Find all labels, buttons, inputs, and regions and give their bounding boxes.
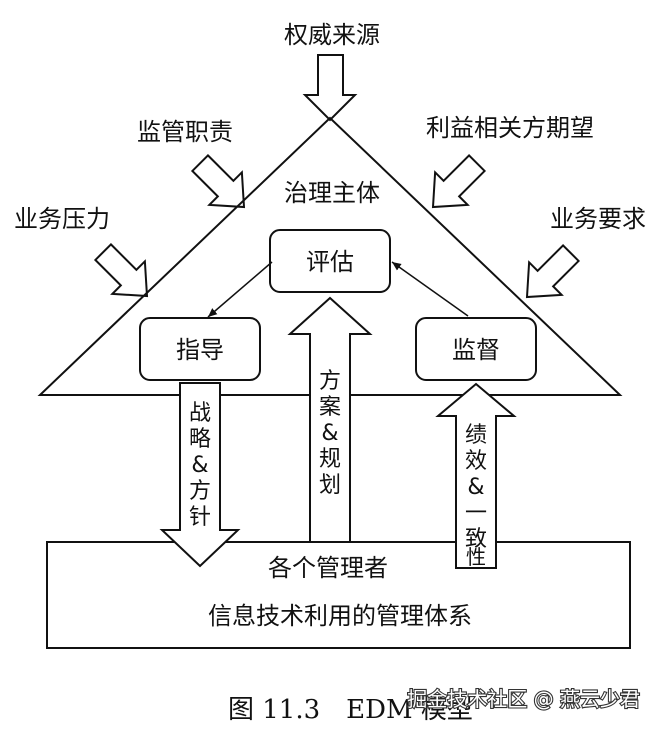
performance-conformance-char: 效: [465, 449, 487, 474]
strategy-policy-label: 战 略 & 方 针: [189, 401, 211, 530]
watermark: 掘金技术社区 @ 燕云少君: [407, 687, 640, 711]
managers-label: 各个管理者: [268, 554, 388, 582]
plan-planning-char: &: [321, 421, 338, 446]
performance-conformance-char: 致: [465, 527, 487, 552]
plan-planning-arrow: [287, 296, 373, 543]
evaluate-label: 评估: [306, 248, 354, 276]
direct-box: [139, 317, 261, 381]
strategy-policy-char: &: [191, 453, 208, 478]
strategy-policy-char: 略: [189, 427, 211, 452]
performance-conformance-char: 性: [466, 545, 486, 569]
governance-body-label: 治理主体: [284, 179, 380, 207]
plan-planning-label: 方 案 & 规 划: [319, 369, 341, 498]
performance-conformance-char: 一: [465, 501, 487, 526]
plan-planning-char: 方: [319, 369, 341, 394]
stakeholder-expectation-arrow: [431, 153, 487, 209]
strategy-policy-arrow: [159, 382, 241, 568]
performance-conformance-char: 绩: [465, 423, 487, 448]
it-management-system-label: 信息技术利用的管理体系: [208, 602, 472, 630]
direct-label: 指导: [176, 336, 224, 364]
monitor-box: [415, 317, 537, 381]
performance-conformance-label: 绩 效 & 一 致 性: [465, 423, 487, 569]
strategy-policy-char: 方: [189, 479, 211, 504]
business-requirement-arrow: [525, 243, 581, 299]
performance-conformance-arrow: [435, 382, 517, 569]
strategy-policy-char: 针: [189, 505, 211, 530]
evaluate-box: [269, 229, 391, 293]
plan-planning-char: 案: [319, 395, 341, 420]
performance-conformance-char: &: [467, 475, 484, 500]
evaluate-to-direct-arrow: [207, 261, 273, 318]
management-box: [46, 541, 631, 649]
figure-caption: 图 11.3 EDM 模型: [228, 695, 473, 725]
business-pressure-label: 业务压力: [14, 205, 110, 233]
business-pressure-arrow: [93, 242, 149, 298]
monitor-label: 监督: [452, 336, 500, 364]
business-requirement-label: 业务要求: [550, 205, 646, 233]
stakeholder-expectation-label: 利益相关方期望: [426, 114, 594, 142]
authority-arrow: [302, 54, 358, 122]
authority-source-label: 权威来源: [284, 21, 380, 49]
plan-planning-char: 规: [319, 447, 341, 472]
regulatory-duty-arrow: [190, 153, 246, 209]
plan-planning-char: 划: [319, 473, 341, 498]
regulatory-duty-label: 监管职责: [137, 118, 233, 146]
monitor-to-evaluate-arrow: [391, 261, 469, 317]
strategy-policy-char: 战: [189, 401, 211, 426]
